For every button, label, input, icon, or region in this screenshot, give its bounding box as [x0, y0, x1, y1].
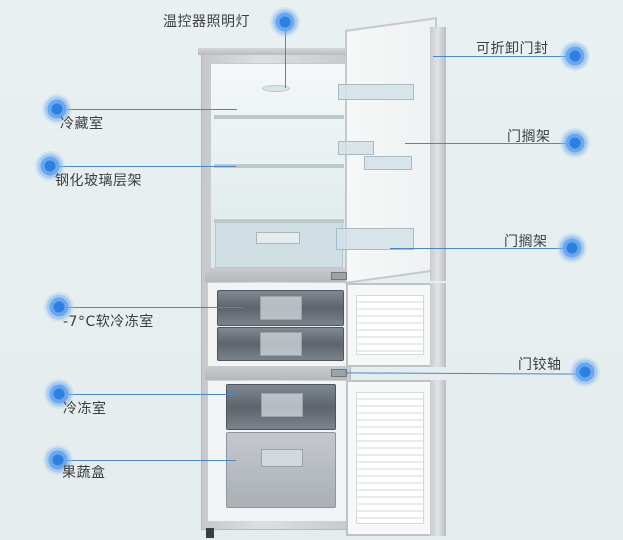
- soft-freeze-drawer-2: [217, 327, 344, 361]
- leader-freezer: [59, 394, 235, 395]
- label-thermostat-light: 温控器照明灯: [163, 14, 250, 30]
- door-bin-1: [338, 84, 414, 100]
- door-bin-3: [364, 156, 412, 170]
- door-bin-2: [338, 141, 374, 155]
- hotspot-door-rack-lower-icon[interactable]: [557, 233, 587, 263]
- hotspot-removable-gasket-icon[interactable]: [560, 41, 590, 71]
- glass-shelf-2: [214, 163, 344, 168]
- crisper-handle: [256, 232, 300, 244]
- fridge-foot: [206, 528, 214, 538]
- drawer-handle: [260, 296, 302, 320]
- glass-shelf-3: [214, 218, 344, 223]
- freezer-drawer: [226, 384, 336, 430]
- hotspot-door-hinge-icon[interactable]: [570, 357, 600, 387]
- divider-2: [205, 366, 347, 380]
- freezer-door: [346, 380, 434, 536]
- hotspot-door-rack-upper-icon[interactable]: [560, 128, 590, 158]
- label-removable-gasket: 可折卸门封: [476, 41, 549, 57]
- hotspot-freezer-icon[interactable]: [44, 379, 74, 409]
- glass-shelf-1: [214, 114, 344, 119]
- divider-1: [205, 268, 347, 282]
- door-bin-4: [336, 228, 414, 250]
- label-glass-shelf: 钢化玻璃层架: [55, 173, 142, 189]
- door-gasket-edge: [430, 27, 446, 281]
- hotspot-soft-freeze-icon[interactable]: [44, 292, 74, 322]
- leader-soft-freeze: [59, 307, 243, 308]
- soft-freeze-door-edge: [430, 283, 446, 367]
- leader-door-rack-upper: [405, 143, 575, 144]
- leader-glass-shelf: [50, 166, 236, 167]
- label-freezer: 冷冻室: [63, 401, 107, 417]
- hinge-upper: [331, 272, 347, 280]
- leader-removable-gasket: [433, 56, 575, 57]
- label-crisper: 果蔬盒: [62, 465, 106, 481]
- hotspot-crisper-icon[interactable]: [43, 445, 73, 475]
- leader-crisper: [58, 460, 236, 461]
- drawer-handle: [261, 393, 303, 417]
- hotspot-glass-shelf-icon[interactable]: [35, 151, 65, 181]
- leader-thermostat-light: [285, 22, 286, 88]
- fridge-crisper-bin: [215, 222, 343, 268]
- soft-freeze-door: [346, 283, 434, 367]
- soft-freeze-drawer-1: [217, 290, 344, 326]
- hotspot-fridge-compartment-icon[interactable]: [42, 94, 72, 124]
- drawer-handle: [261, 449, 303, 467]
- label-door-rack-upper: 门搁架: [507, 129, 551, 145]
- leader-door-rack-lower: [390, 248, 572, 249]
- drawer-handle: [260, 332, 302, 356]
- label-fridge-compartment: 冷藏室: [60, 116, 104, 132]
- thermostat-lamp: [262, 85, 290, 92]
- hotspot-thermostat-light-icon[interactable]: [270, 7, 300, 37]
- label-door-hinge: 门铰轴: [518, 357, 562, 373]
- fridge-top-cap: [198, 48, 354, 55]
- leader-fridge-compartment: [57, 109, 237, 110]
- freezer-door-edge: [430, 380, 446, 536]
- label-soft-freeze: -7°C软冷冻室: [63, 314, 154, 330]
- label-door-rack-lower: 门搁架: [504, 234, 548, 250]
- crisper-drawer: [226, 432, 336, 508]
